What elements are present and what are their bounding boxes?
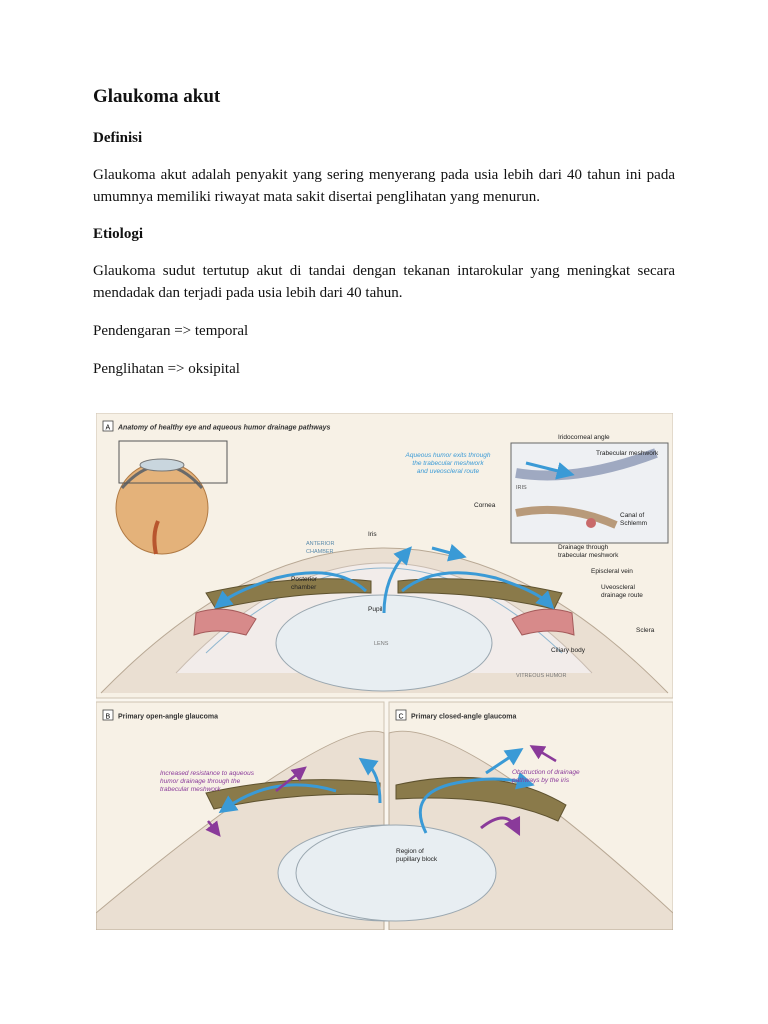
note-a-3: and uveoscleral route: [417, 468, 480, 475]
label-anterior-1: ANTERIOR: [306, 541, 334, 547]
label-iris: Iris: [368, 531, 377, 538]
label-iridocorneal: Iridocorneal angle: [558, 434, 610, 441]
label-block-2: pupillary block: [396, 856, 438, 863]
section-heading-definisi: Definisi: [93, 130, 143, 146]
eye-thumbnail: [115, 440, 228, 555]
label-episcleral: Episcleral vein: [591, 568, 633, 575]
document-title: Glaukoma akut: [93, 86, 221, 107]
label-vitreous: VITREOUS HUMOR: [516, 673, 566, 679]
note-b-2: humor drainage through the: [160, 778, 241, 785]
section-heading-etiologi: Etiologi: [93, 226, 144, 242]
panel-b-letter: B: [106, 714, 111, 721]
label-canal-1: Canal of: [620, 512, 644, 519]
note-a-2: the trabecular meshwork: [412, 460, 484, 467]
label-canal-2: Schlemm: [620, 520, 647, 527]
label-ciliary: Ciliary body: [551, 647, 586, 654]
penglihatan-line: Penglihatan => oksipital: [93, 361, 240, 377]
label-anterior-2: CHAMBER: [306, 549, 334, 555]
label-sclera: Sclera: [636, 627, 655, 634]
label-posterior-2: chamber: [291, 584, 317, 591]
document-page: Glaukoma akut Definisi Glaukoma akut ada…: [93, 84, 675, 396]
label-pupil: Pupil: [368, 606, 383, 613]
eye-anatomy-figure: A Anatomy of healthy eye and aqueous hum…: [96, 413, 673, 930]
label-block-1: Region of: [396, 848, 424, 855]
panel-b-title: Primary open-angle glaucoma: [118, 714, 218, 721]
note-b-3: trabecular meshwork: [160, 786, 221, 793]
label-uveo-1: Uveoscleral: [601, 584, 636, 591]
definisi-paragraph: Glaukoma akut adalah penyakit yang serin…: [93, 167, 675, 205]
panel-a: A Anatomy of healthy eye and aqueous hum…: [96, 413, 673, 699]
lens: [275, 594, 493, 692]
panel-a-title: Anatomy of healthy eye and aqueous humor…: [117, 425, 330, 432]
note-c-2: pathways by the iris: [511, 777, 570, 784]
note-a-1: Aqueous humor exits through: [405, 452, 491, 459]
panel-c-title: Primary closed-angle glaucoma: [411, 714, 517, 721]
label-drain-2: trabecular meshwork: [558, 552, 619, 559]
label-lens: LENS: [374, 641, 389, 647]
eye-anatomy-svg: A Anatomy of healthy eye and aqueous hum…: [96, 413, 673, 930]
panel-a-badge: [102, 420, 114, 432]
label-iris-inset: IRIS: [516, 485, 527, 491]
panel-c-letter: C: [399, 714, 404, 721]
label-posterior-1: Posterior: [291, 576, 318, 583]
note-c-1: Obstruction of drainage: [512, 769, 580, 776]
label-cornea: Cornea: [474, 502, 496, 509]
label-uveo-2: drainage route: [601, 592, 643, 599]
note-b-1: Increased resistance to aqueous: [160, 770, 255, 777]
etiologi-paragraph: Glaukoma sudut tertutup akut di tandai d…: [93, 263, 675, 301]
panel-c: C Primary closed-angle glaucoma Obstruct…: [295, 701, 673, 930]
pendengaran-line: Pendengaran => temporal: [93, 323, 249, 339]
label-drain-1: Drainage through: [558, 544, 609, 551]
panel-a-letter: A: [106, 425, 111, 432]
label-trabecular: Trabecular meshwork: [596, 450, 659, 457]
